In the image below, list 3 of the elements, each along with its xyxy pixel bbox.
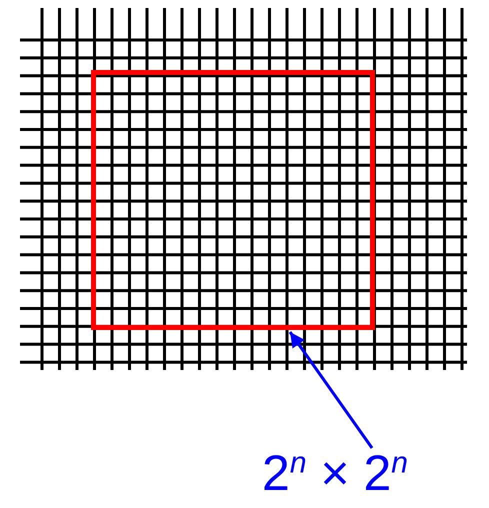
size-label: 2$^{n}$ × 2$^{n}$ <box>262 448 478 498</box>
arrow <box>288 331 374 449</box>
highlight-square <box>91 70 375 330</box>
